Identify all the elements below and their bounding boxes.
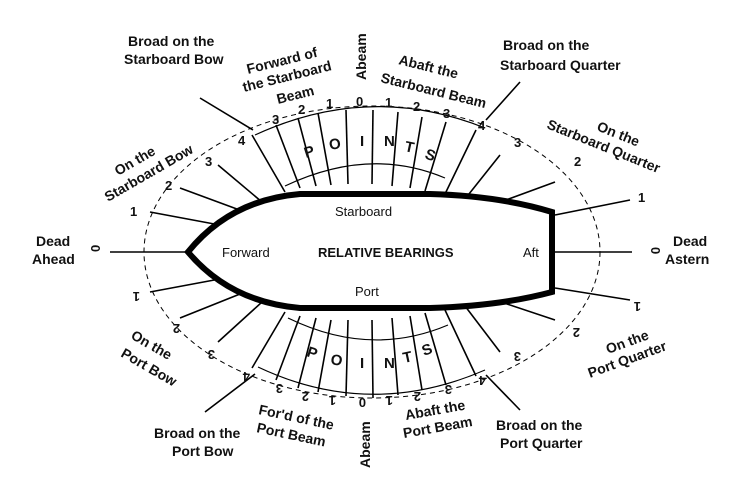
aft-label: Aft — [523, 245, 539, 260]
svg-text:4: 4 — [478, 373, 486, 388]
dead-astern-number: 0 — [648, 247, 663, 254]
svg-text:2: 2 — [414, 389, 421, 404]
dead-ahead-number: 0 — [88, 245, 103, 252]
svg-text:Astern: Astern — [665, 251, 709, 267]
svg-text:Broad on the: Broad on the — [496, 417, 583, 433]
broad-on-starboard-bow-label: Broad on the Starboard Bow — [124, 33, 224, 67]
svg-text:P: P — [302, 142, 318, 162]
port-points-inner-arc — [287, 317, 449, 341]
svg-text:Dead: Dead — [36, 233, 70, 249]
svg-text:1: 1 — [329, 393, 336, 408]
svg-text:3: 3 — [443, 106, 450, 121]
forward-label: Forward — [222, 245, 270, 260]
svg-text:S: S — [423, 146, 439, 166]
starboard-label: Starboard — [335, 204, 392, 219]
broad-on-port-quarter-label: Broad on the Port Quarter — [496, 417, 583, 451]
svg-text:3: 3 — [276, 381, 283, 396]
svg-text:Port Bow: Port Bow — [172, 443, 234, 459]
svg-text:2: 2 — [302, 389, 309, 404]
abeam-starboard-label: Abeam — [353, 33, 369, 80]
abaft-starboard-beam-label: Abaft the Starboard Beam — [379, 51, 488, 111]
port-points-word: P O I N T S — [305, 340, 436, 372]
svg-text:3: 3 — [205, 154, 212, 169]
svg-text:O: O — [329, 351, 344, 370]
svg-text:I: I — [360, 133, 365, 150]
svg-text:N: N — [384, 355, 396, 372]
svg-text:3: 3 — [445, 382, 452, 397]
forward-of-starboard-beam-label: Forward of the Starboard Beam — [241, 44, 333, 107]
svg-text:2: 2 — [165, 178, 172, 193]
svg-text:3: 3 — [208, 347, 215, 362]
abaft-port-beam-label: Abaft the Port Beam — [402, 397, 474, 441]
port-point-numbers: 1 2 3 4 3 2 1 0 1 2 3 4 3 2 1 — [133, 289, 641, 410]
svg-text:1: 1 — [385, 95, 392, 110]
svg-text:1: 1 — [326, 96, 333, 111]
svg-text:T: T — [403, 138, 416, 157]
abeam-port-label: Abeam — [357, 421, 373, 468]
svg-text:S: S — [420, 340, 436, 360]
svg-text:Broad on the: Broad on the — [128, 33, 215, 49]
svg-text:1: 1 — [386, 393, 393, 408]
svg-text:Broad on the: Broad on the — [503, 37, 590, 53]
svg-text:Port Quarter: Port Quarter — [500, 435, 583, 451]
on-port-quarter-label: On the Port Quarter — [586, 327, 669, 381]
svg-text:P: P — [305, 344, 321, 364]
svg-text:0: 0 — [359, 395, 366, 410]
broad-on-port-bow-label: Broad on the Port Bow — [154, 425, 241, 459]
svg-text:3: 3 — [514, 349, 521, 364]
starboard-point-numbers: 1 2 3 4 3 2 1 0 1 2 3 4 3 2 1 — [130, 94, 645, 219]
svg-text:1: 1 — [634, 299, 641, 314]
port-bearing-rays — [149, 277, 631, 413]
on-starboard-bow-label: On the Starboard Bow — [102, 141, 196, 205]
svg-text:1: 1 — [130, 204, 137, 219]
port-points-outer-arc — [257, 366, 486, 395]
svg-text:4: 4 — [242, 369, 250, 384]
svg-text:4: 4 — [238, 133, 246, 148]
svg-text:Dead: Dead — [673, 233, 707, 249]
svg-text:1: 1 — [133, 289, 140, 304]
port-label: Port — [355, 284, 379, 299]
svg-text:2: 2 — [413, 99, 420, 114]
svg-text:4: 4 — [478, 118, 486, 133]
svg-text:Ahead: Ahead — [32, 251, 75, 267]
svg-text:Starboard Bow: Starboard Bow — [124, 51, 224, 67]
dead-astern-label: Dead Astern — [665, 233, 709, 267]
starboard-points-outer-arc — [254, 106, 486, 136]
svg-text:Beam: Beam — [275, 82, 316, 107]
fordd-of-port-beam-label: For'd of the Port Beam — [255, 401, 335, 449]
ship-hull — [184, 191, 555, 311]
svg-text:Broad on the: Broad on the — [154, 425, 241, 441]
svg-text:2: 2 — [298, 102, 305, 117]
svg-text:0: 0 — [356, 94, 363, 109]
svg-text:3: 3 — [272, 112, 279, 127]
broad-on-starboard-quarter-label: Broad on the Starboard Quarter — [500, 37, 621, 73]
svg-text:T: T — [401, 348, 414, 367]
svg-text:Starboard Quarter: Starboard Quarter — [500, 57, 621, 73]
svg-text:2: 2 — [173, 321, 180, 336]
svg-text:O: O — [328, 135, 343, 154]
svg-text:3: 3 — [514, 135, 521, 150]
svg-text:1: 1 — [638, 190, 645, 205]
svg-text:I: I — [360, 355, 365, 372]
dead-ahead-label: Dead Ahead — [32, 233, 75, 267]
svg-text:2: 2 — [573, 325, 580, 340]
relative-bearings-title: RELATIVE BEARINGS — [318, 245, 454, 260]
starboard-points-word: P O I N T S — [302, 133, 439, 166]
on-starboard-quarter-label: On the Starboard Quarter — [545, 116, 663, 176]
on-port-bow-label: On the Port Bow — [119, 327, 180, 390]
svg-text:2: 2 — [574, 154, 581, 169]
starboard-points-inner-arc — [284, 163, 446, 187]
svg-text:N: N — [384, 133, 396, 150]
starboard-bearing-rays — [149, 81, 631, 227]
